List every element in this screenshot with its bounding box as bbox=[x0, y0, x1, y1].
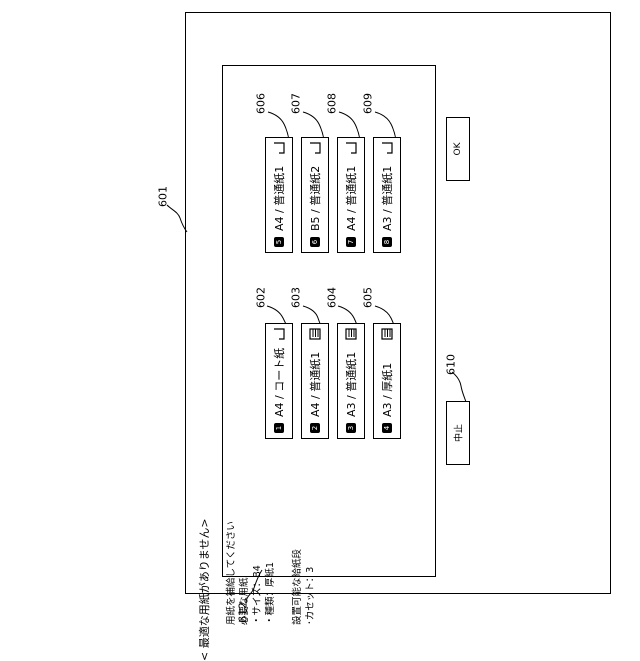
ref-607: 607 bbox=[290, 89, 303, 119]
tray-button-5[interactable]: 5 A4 / 普通紙1 bbox=[265, 137, 293, 253]
tray-label: A3 / 普通紙1 bbox=[379, 154, 395, 231]
ref-610: 610 bbox=[445, 350, 458, 380]
tray-number-badge: 8 bbox=[382, 237, 392, 247]
tray-number-badge: 1 bbox=[274, 423, 284, 433]
instruction-line-6: ･カセット：3 bbox=[304, 439, 317, 625]
ref-602: 602 bbox=[255, 283, 268, 313]
tray-label: A4 / 普通紙1 bbox=[343, 154, 359, 231]
leader-601 bbox=[167, 205, 187, 232]
tray-full-icon bbox=[345, 328, 357, 340]
tray-label: A4 / 普通紙1 bbox=[307, 340, 323, 417]
ref-608: 608 bbox=[326, 89, 339, 119]
tray-button-3[interactable]: 3 A3 / 普通紙1 bbox=[337, 323, 365, 439]
tray-empty-icon bbox=[309, 142, 321, 154]
tray-full-icon bbox=[381, 328, 393, 340]
ref-604: 604 bbox=[326, 283, 339, 313]
instruction-line-3: ・サイズ：B4 bbox=[251, 439, 264, 625]
tray-full-icon bbox=[309, 328, 321, 340]
tray-button-7[interactable]: 7 A4 / 普通紙1 bbox=[337, 137, 365, 253]
ok-button[interactable]: OK bbox=[446, 117, 470, 181]
tray-button-2[interactable]: 2 A4 / 普通紙1 bbox=[301, 323, 329, 439]
ref-606: 606 bbox=[255, 89, 268, 119]
tray-number-badge: 5 bbox=[274, 237, 284, 247]
dialog-title: < 最適な用紙がありません> bbox=[196, 311, 212, 661]
tray-button-8[interactable]: 8 A3 / 普通紙1 bbox=[373, 137, 401, 253]
ref-601: 601 bbox=[157, 182, 170, 212]
tray-button-1[interactable]: 1 A4 / コート紙 bbox=[265, 323, 293, 439]
cancel-button[interactable]: 中止 bbox=[446, 401, 470, 465]
tray-label: A4 / 普通紙1 bbox=[271, 154, 287, 231]
tray-button-6[interactable]: 6 B5 / 普通紙2 bbox=[301, 137, 329, 253]
instruction-line-5: 設置可能な給紙段 bbox=[291, 439, 304, 625]
instruction-line-2: 必要な用紙 bbox=[238, 439, 251, 625]
tray-empty-icon bbox=[381, 142, 393, 154]
tray-empty-icon bbox=[345, 142, 357, 154]
tray-number-badge: 4 bbox=[382, 423, 392, 433]
tray-button-4[interactable]: 4 A3 / 厚紙1 bbox=[373, 323, 401, 439]
tray-number-badge: 2 bbox=[310, 423, 320, 433]
tray-number-badge: 6 bbox=[310, 237, 320, 247]
ref-609: 609 bbox=[362, 89, 375, 119]
tray-empty-icon bbox=[273, 142, 285, 154]
ref-605: 605 bbox=[362, 283, 375, 313]
tray-number-badge: 7 bbox=[346, 237, 356, 247]
tray-number-badge: 3 bbox=[346, 423, 356, 433]
instruction-block: 用紙を補給してください 必要な用紙 ・サイズ：B4 ・種類：厚紙1 設置可能な給… bbox=[225, 439, 325, 625]
cancel-button-label: 中止 bbox=[452, 424, 465, 442]
tray-label: A3 / 普通紙1 bbox=[343, 340, 359, 417]
tray-label: A3 / 厚紙1 bbox=[379, 340, 395, 417]
ref-603: 603 bbox=[290, 283, 303, 313]
tray-empty-icon bbox=[273, 328, 285, 340]
instruction-line-1: 用紙を補給してください bbox=[225, 439, 238, 625]
tray-label: B5 / 普通紙2 bbox=[307, 154, 323, 231]
ok-button-label: OK bbox=[453, 143, 463, 156]
instruction-line-4: ・種類：厚紙1 bbox=[264, 439, 277, 625]
instruction-spacer bbox=[277, 439, 291, 625]
tray-label: A4 / コート紙 bbox=[271, 340, 287, 417]
